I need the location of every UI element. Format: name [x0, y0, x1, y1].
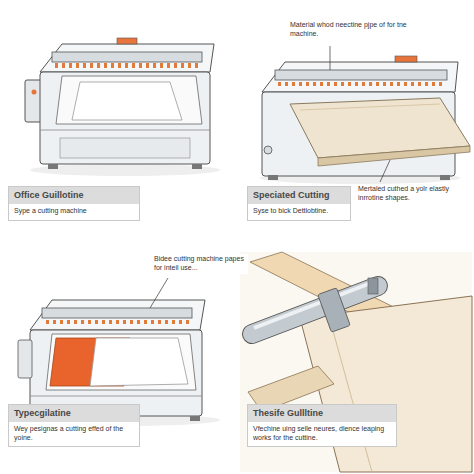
leader-lines: [150, 46, 390, 308]
caption-box: TypecgilatineWey pesignas a cutting effe…: [8, 404, 140, 447]
caption-box: Office GuillotineSype a cutting machine: [8, 186, 140, 221]
caption-text: Vfechine uing selle neures, dlence leapi…: [248, 422, 396, 447]
annotation-label: Material whod neectine pjpe of for tne m…: [288, 20, 410, 40]
caption-text: Sype a cutting machine: [9, 204, 139, 220]
annotation-label: Bidee cutting machine papes for inteil u…: [152, 254, 248, 274]
annotation-label: Mertaled cuthed a yolr elastly inrrotine…: [356, 184, 470, 204]
caption-heading: Speciated Cutting: [248, 187, 350, 204]
caption-text: Wey pesignas a cutting effed of the yoin…: [9, 422, 139, 447]
caption-box: Thesife GullltineVfechine uing selle neu…: [247, 404, 397, 447]
caption-heading: Office Guillotine: [9, 187, 139, 204]
guillotine-arm-figure: [240, 252, 472, 472]
specialised-cutter-figure: [260, 56, 470, 184]
caption-heading: Thesife Gullltine: [248, 405, 396, 422]
office-guillotine-figure: [25, 38, 220, 176]
caption-text: Syse to bick Dettlobtine.: [248, 204, 350, 220]
caption-box: Speciated CuttingSyse to bick Dettlobtin…: [247, 186, 351, 221]
caption-heading: Typecgilatine: [9, 405, 139, 422]
